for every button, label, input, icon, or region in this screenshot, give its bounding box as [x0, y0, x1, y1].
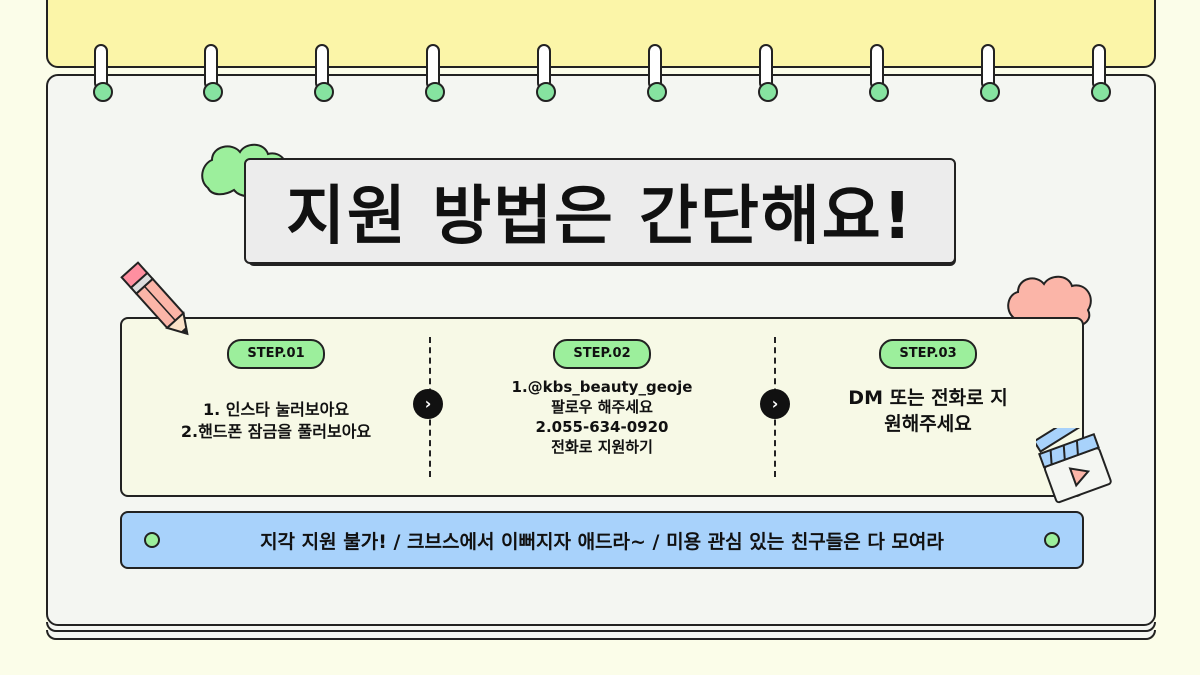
binder-ring	[424, 44, 445, 104]
green-dot-icon	[144, 532, 160, 548]
step-2-badge: STEP.02	[553, 339, 651, 369]
binder-ring	[313, 44, 334, 104]
step-1-badge: STEP.01	[227, 339, 325, 369]
step-1: STEP.01 1. 인스타 눌러보아요 2.핸드폰 잠금을 풀러보아요	[122, 319, 430, 495]
binder-ring	[92, 44, 113, 104]
step-3: STEP.03 DM 또는 전화로 지 원해주세요	[774, 319, 1082, 495]
step-3-line: DM 또는 전화로 지	[848, 387, 1008, 409]
step-3-line: 원해주세요	[884, 413, 972, 435]
binder-ring	[1090, 44, 1111, 104]
binder-ring	[202, 44, 223, 104]
step-2-line: 2.055-634-0920	[535, 418, 669, 436]
steps-panel: STEP.01 1. 인스타 눌러보아요 2.핸드폰 잠금을 풀러보아요 › S…	[120, 317, 1084, 497]
binder-ring	[979, 44, 1000, 104]
step-1-line: 2.핸드폰 잠금을 풀러보아요	[180, 422, 372, 441]
chevron-right-icon: ›	[413, 389, 443, 419]
green-dot-icon	[1044, 532, 1060, 548]
step-2-line: 1.@kbs_beauty_geoje	[511, 378, 693, 396]
step-3-badge: STEP.03	[879, 339, 977, 369]
pencil-icon	[120, 261, 189, 336]
step-1-line: 1. 인스타 눌러보아요	[202, 400, 350, 419]
chevron-right-icon: ›	[760, 389, 790, 419]
step-2-text: 1.@kbs_beauty_geoje 팔로우 해주세요 2.055-634-0…	[512, 377, 693, 457]
step-2: STEP.02 1.@kbs_beauty_geoje 팔로우 해주세요 2.0…	[430, 319, 774, 495]
step-1-text: 1. 인스타 눌러보아요 2.핸드폰 잠금을 풀러보아요	[181, 399, 371, 443]
clapperboard-icon	[1036, 428, 1112, 504]
notice-bar: 지각 지원 불가! / 크브스에서 이뻐지자 애드라~ / 미용 관심 있는 친…	[120, 511, 1084, 569]
step-2-line: 팔로우 해주세요	[551, 398, 653, 416]
back-page	[46, 0, 1156, 68]
page-title: 지원 방법은 간단해요!	[286, 180, 914, 254]
title-box: 지원 방법은 간단해요!	[244, 158, 956, 264]
binder-ring	[757, 44, 778, 104]
step-3-text: DM 또는 전화로 지 원해주세요	[848, 385, 1007, 437]
step-2-line: 전화로 지원하기	[551, 438, 653, 456]
binder-ring	[868, 44, 889, 104]
binder-ring	[646, 44, 667, 104]
notice-text: 지각 지원 불가! / 크브스에서 이뻐지자 애드라~ / 미용 관심 있는 친…	[260, 530, 944, 553]
binder-ring	[535, 44, 556, 104]
